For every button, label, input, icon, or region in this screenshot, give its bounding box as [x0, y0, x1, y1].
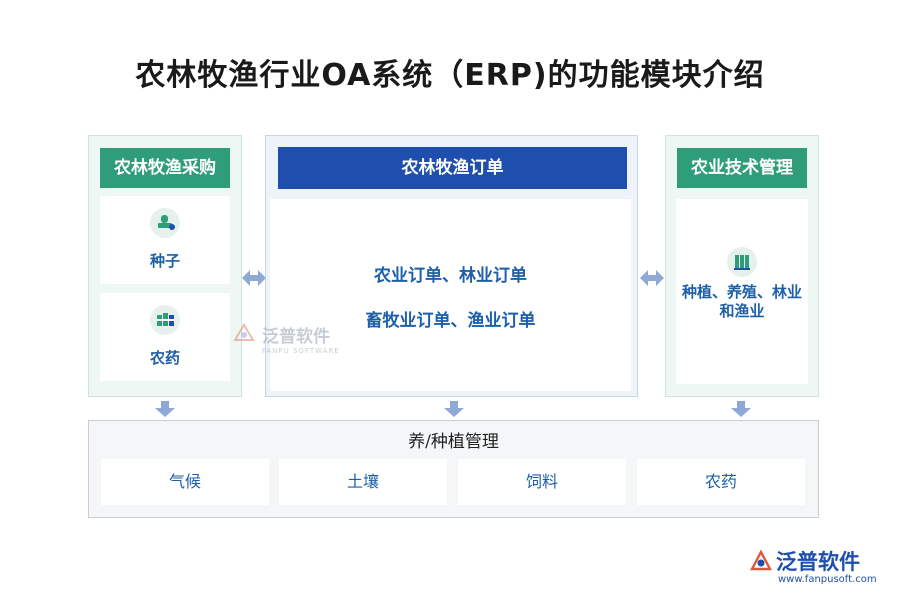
center-down-arrow-icon	[444, 401, 464, 417]
brand-url[interactable]: www.fanpusoft.com	[778, 574, 877, 585]
left-down-arrow-icon	[155, 401, 175, 417]
agri-tech-module-header: 农业技术管理	[677, 148, 807, 188]
purchase-module-header: 农林牧渔采购	[100, 148, 230, 188]
climate-cell[interactable]: 气候	[101, 459, 269, 505]
pesticide-label: 农药	[149, 349, 180, 367]
order-line-agri-forestry: 农业订单、林业订单	[374, 266, 527, 286]
pesticide-bottles-icon	[150, 305, 180, 335]
agri-tech-label-line2: 和渔业	[719, 302, 765, 320]
watermark-name: 泛普软件	[262, 327, 330, 347]
agri-tech-module: 农业技术管理 种植、养殖、林业 和渔业	[665, 135, 819, 397]
brand-name: 泛普软件	[776, 550, 860, 574]
cultivation-module-header: 养/种植管理	[408, 432, 499, 452]
brand-logo: 泛普软件 www.fanpusoft.com	[748, 544, 888, 592]
order-content-card: 农业订单、林业订单 畜牧业订单、渔业订单	[270, 199, 631, 391]
books-icon	[727, 247, 757, 277]
seed-stamp-icon	[150, 208, 180, 238]
order-line-livestock-fishery: 畜牧业订单、渔业订单	[365, 311, 536, 331]
feed-cell[interactable]: 饲料	[458, 459, 626, 505]
seed-card[interactable]: 种子	[100, 196, 230, 284]
right-down-arrow-icon	[731, 401, 751, 417]
agri-tech-label-line1: 种植、养殖、林业	[681, 283, 802, 301]
pesticide-card[interactable]: 农药	[100, 293, 230, 381]
pesticide-cell[interactable]: 农药	[637, 459, 805, 505]
order-module: 农林牧渔订单 农业订单、林业订单 畜牧业订单、渔业订单	[265, 135, 638, 397]
cultivation-module: 养/种植管理 气候 土壤 饲料 农药	[88, 420, 819, 518]
watermark-sub: FANPU SOFTWARE	[262, 347, 340, 355]
brand-logo-icon	[750, 549, 772, 571]
center-right-double-arrow-icon	[640, 270, 664, 286]
seed-label: 种子	[149, 252, 180, 270]
page-title: 农林牧渔行业OA系统（ERP)的功能模块介绍	[135, 58, 765, 93]
watermark-logo-icon	[233, 323, 255, 341]
purchase-module: 农林牧渔采购 种子 农药	[88, 135, 242, 397]
soil-cell[interactable]: 土壤	[279, 459, 447, 505]
left-center-double-arrow-icon	[242, 270, 266, 286]
order-module-header: 农林牧渔订单	[278, 147, 627, 189]
agri-tech-card[interactable]: 种植、养殖、林业 和渔业	[676, 199, 808, 384]
